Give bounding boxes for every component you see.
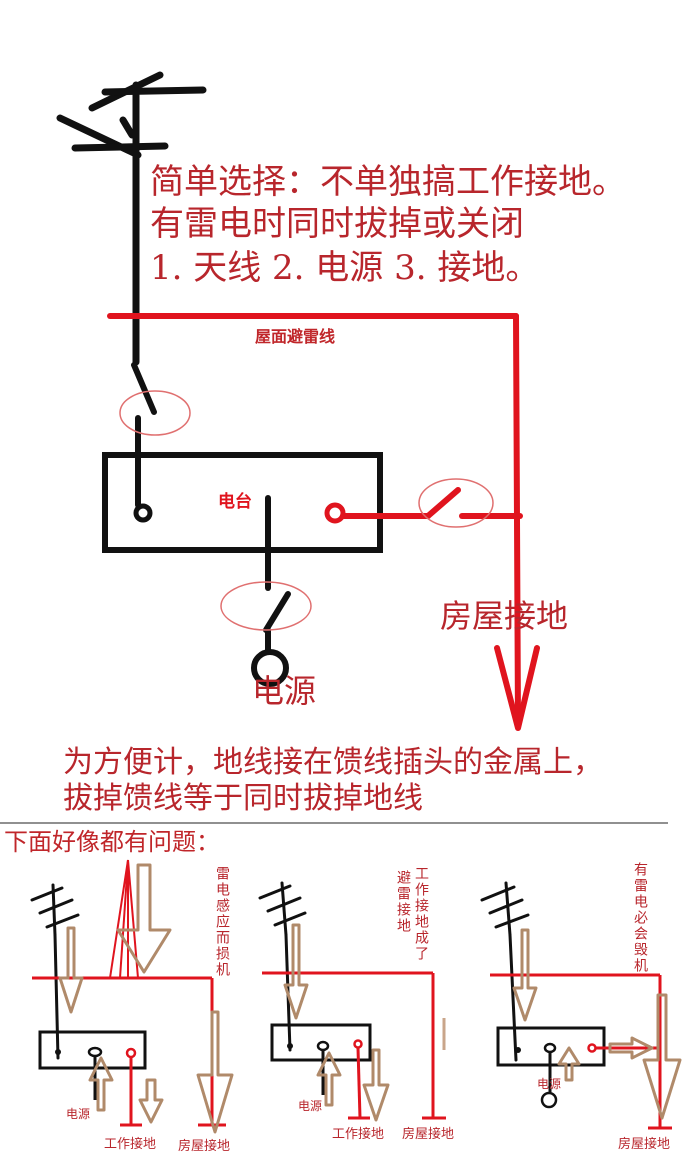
house-ground-label: 房屋接地 xyxy=(440,597,568,635)
problems-heading: 下面好像都有问题： xyxy=(4,828,220,856)
panel1-power-terminal xyxy=(87,1046,103,1058)
power-switch-circle xyxy=(220,581,312,631)
main-diagram: 简单选择：不单独搞工作接地。 有雷电时同时拔掉或关闭 1. 天线 2. 电源 3… xyxy=(56,71,626,816)
panel1-antenna-icon xyxy=(30,883,80,1060)
panel3-ground-terminal xyxy=(587,1043,597,1053)
radio-label: 电台 xyxy=(218,491,252,512)
panel1-power-label: 电源 xyxy=(66,1107,90,1121)
main-note-line3: 1. 天线 2. 电源 3. 接地。 xyxy=(150,248,539,288)
panel3-antenna-terminal xyxy=(515,1047,521,1053)
ground-terminal xyxy=(324,502,346,524)
bottom-note-line2: 拔掉馈线等于同时拔掉地线 xyxy=(63,781,423,816)
panel2-radio-box xyxy=(270,1023,372,1062)
panel2-vertical-note-col2: 工作接地成了 xyxy=(413,866,429,962)
problem-panel-2: 电源 工作接地 房屋接地 避雷接地 工作接地成了 xyxy=(258,866,454,1142)
panel3-antenna-icon xyxy=(480,881,530,1062)
panel1-house-ground-label: 房屋接地 xyxy=(178,1138,230,1154)
house-ground-arrow xyxy=(494,645,540,731)
panel1-antenna-terminal xyxy=(55,1049,61,1055)
panel1-radio-box xyxy=(38,1030,147,1070)
panel2-antenna-terminal xyxy=(287,1043,293,1049)
panel2-ground-terminal xyxy=(353,1039,363,1049)
panel2-vertical-note-col1: 避雷接地 xyxy=(395,870,411,934)
panel2-power-label: 电源 xyxy=(298,1099,322,1113)
panel3-vertical-note: 有雷电必会毁机 xyxy=(632,862,648,974)
panel3-surge-arrows xyxy=(512,928,682,1120)
panel1-vertical-note: 雷电感应而损机 xyxy=(214,866,230,978)
main-note-line2: 有雷电时同时拔掉或关闭 xyxy=(150,204,524,244)
roof-lightning-wire xyxy=(107,313,521,728)
roof-wire-label: 屋面避雷线 xyxy=(255,327,335,346)
antenna-terminal xyxy=(133,503,153,523)
panel2-power-terminal xyxy=(316,1040,330,1052)
panel2-surge-arrows xyxy=(283,923,390,1122)
panel1-ground-terminal xyxy=(125,1047,137,1059)
antenna-switch-circle xyxy=(119,390,191,436)
panel1-surge-arrows xyxy=(58,863,234,1134)
power-label: 电源 xyxy=(252,672,316,710)
problem-panel-1: 电源 工作接地 房屋接地 雷电感应而损机 xyxy=(30,859,234,1154)
panel1-induction-wires xyxy=(109,859,139,979)
main-note-line1: 简单选择：不单独搞工作接地。 xyxy=(150,162,626,202)
power-plug xyxy=(251,649,289,687)
bottom-note-line1: 为方便计，地线接在馈线插头的金属上， xyxy=(63,745,603,780)
problem-panel-3: 电源 房屋接地 有雷电必会毁机 xyxy=(480,862,682,1152)
panel2-work-ground-label: 工作接地 xyxy=(332,1126,384,1142)
panel3-power-plug xyxy=(540,1091,558,1109)
panel3-power-terminal xyxy=(543,1042,557,1054)
power-lead xyxy=(263,495,291,653)
ground-switch-circle xyxy=(418,478,494,528)
panel3-power-label: 电源 xyxy=(537,1077,561,1091)
ground-lead xyxy=(340,487,523,519)
panel3-house-ground-label: 房屋接地 xyxy=(618,1136,670,1152)
panel2-house-ground-label: 房屋接地 xyxy=(402,1126,454,1142)
radio-box xyxy=(102,452,383,553)
panel2-work-ground-lead xyxy=(356,1047,362,1119)
panel1-work-ground-label: 工作接地 xyxy=(104,1136,156,1152)
